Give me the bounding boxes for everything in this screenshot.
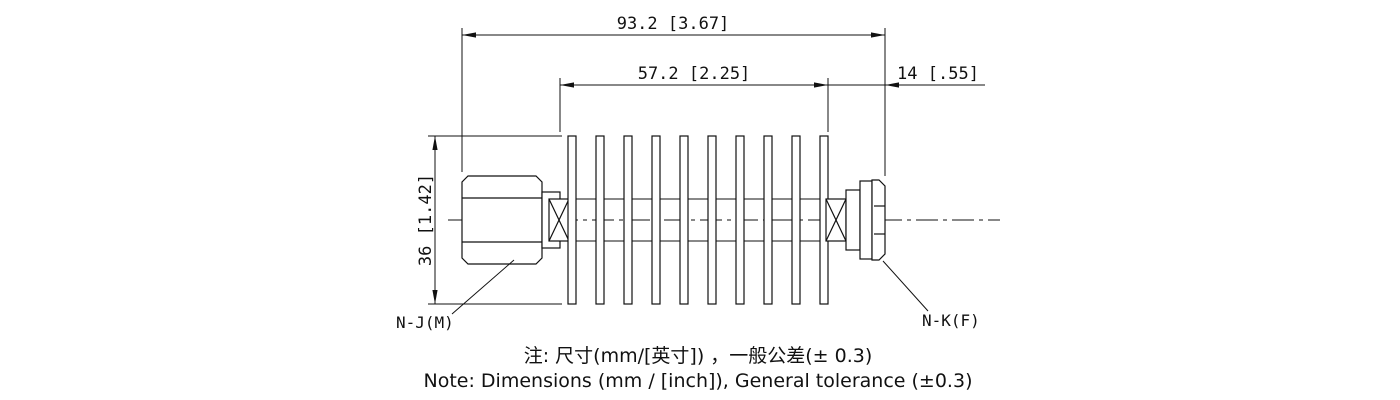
- leader-line: [882, 260, 929, 312]
- note-english: Note: Dimensions (mm / [inch]), General …: [424, 370, 973, 392]
- dim-connector-text: 14 [.55]: [897, 64, 979, 84]
- heatsink-fin: [567, 135, 577, 305]
- arrowhead: [871, 32, 885, 38]
- heatsink-fin: [763, 135, 773, 305]
- arrowhead: [432, 290, 438, 304]
- right-connector-n-female: [845, 179, 886, 261]
- heatsink-body: [567, 135, 829, 305]
- solder-joint-left: [548, 198, 570, 242]
- heatsink-fin: [595, 135, 605, 305]
- connector-flange: [859, 180, 873, 260]
- right-connector-label-text: N-K(F): [922, 311, 980, 330]
- notes-block: 注: 尺寸(mm/[英寸]) ，一般公差(± 0.3) Note: Dimens…: [424, 345, 973, 392]
- dim-height-text: 36 [1.42]: [416, 174, 436, 266]
- label-left-connector: N-J(M): [396, 259, 515, 332]
- arrowhead: [560, 82, 574, 88]
- solder-joint-right: [825, 198, 847, 242]
- left-connector-label-text: N-J(M): [396, 313, 454, 332]
- arrowhead: [814, 82, 828, 88]
- heatsink-fin: [791, 135, 801, 305]
- heatsink-fin: [707, 135, 717, 305]
- arrowhead: [885, 82, 899, 88]
- heatsink-fin: [623, 135, 633, 305]
- dim-body-text: 57.2 [2.25]: [638, 64, 751, 84]
- hex-coupling-nut: [461, 175, 543, 265]
- connector-interface-body: [871, 179, 886, 261]
- dim-overall-text: 93.2 [3.67]: [617, 14, 730, 34]
- arrowhead: [432, 136, 438, 150]
- heatsink-fin: [735, 135, 745, 305]
- left-connector-n-male: [461, 175, 561, 265]
- dimension-height: 36 [1.42]: [416, 135, 562, 305]
- leader-line: [451, 259, 515, 315]
- dimension-body-and-connector: 57.2 [2.25] 14 [.55]: [559, 64, 985, 132]
- note-chinese: 注: 尺寸(mm/[英寸]) ，一般公差(± 0.3): [524, 345, 873, 367]
- heatsink-fin: [651, 135, 661, 305]
- arrowhead: [462, 32, 476, 38]
- dimension-overall: 93.2 [3.67]: [461, 14, 886, 176]
- label-right-connector: N-K(F): [882, 260, 980, 330]
- heatsink-fin: [679, 135, 689, 305]
- connector-neck: [845, 189, 861, 251]
